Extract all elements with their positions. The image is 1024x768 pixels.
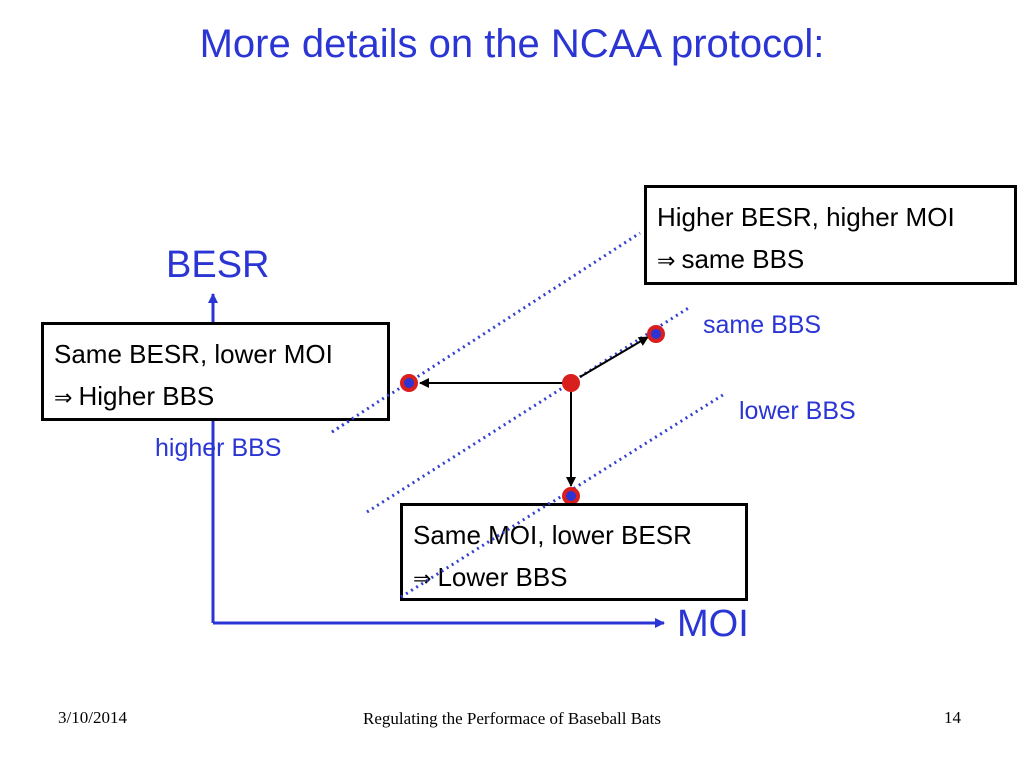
x-axis-label: MOI bbox=[677, 603, 749, 645]
box-higher-besr-higher-moi: Higher BESR, higher MOI ⇒same BBS bbox=[644, 185, 1017, 285]
point-same-bbs bbox=[647, 325, 665, 343]
implies-icon: ⇒ bbox=[54, 386, 73, 411]
box-same-moi-lower-besr: Same MOI, lower BESR ⇒Lower BBS bbox=[400, 503, 748, 601]
footer-date: 3/10/2014 bbox=[58, 708, 127, 727]
box-left-line2: Higher BBS bbox=[78, 381, 215, 411]
point-center bbox=[562, 374, 580, 392]
slide-title: More details on the NCAA protocol: bbox=[199, 22, 825, 66]
box-same-besr-lower-moi: Same BESR, lower MOI ⇒Higher BBS bbox=[41, 322, 390, 421]
lower-bbs-label: lower BBS bbox=[739, 397, 856, 425]
same-bbs-label: same BBS bbox=[703, 311, 822, 339]
y-axis-label: BESR bbox=[166, 244, 270, 286]
box-bottom-line2: Lower BBS bbox=[437, 562, 568, 592]
box-top-right-line2: same BBS bbox=[681, 244, 805, 274]
same-bbs-line bbox=[366, 305, 691, 514]
page-number: 14 bbox=[944, 708, 961, 727]
point-higher-bbs bbox=[400, 374, 418, 392]
footer-title: Regulating the Performace of Baseball Ba… bbox=[363, 709, 661, 728]
box-left-line1: Same BESR, lower MOI bbox=[54, 339, 333, 369]
box-bottom-line2-row: ⇒Lower BBS bbox=[413, 556, 735, 601]
box-top-right-line1: Higher BESR, higher MOI bbox=[657, 202, 955, 232]
box-left-line2-row: ⇒Higher BBS bbox=[54, 375, 377, 420]
implies-icon: ⇒ bbox=[657, 249, 676, 274]
box-top-right-line2-row: ⇒same BBS bbox=[657, 238, 1004, 283]
higher-bbs-label: higher BBS bbox=[155, 434, 282, 462]
arrow-to-same-bbs bbox=[579, 336, 649, 378]
box-bottom-line1: Same MOI, lower BESR bbox=[413, 520, 692, 550]
point-lower-bbs bbox=[562, 487, 580, 505]
lower-bbs-line bbox=[400, 391, 727, 599]
implies-icon: ⇒ bbox=[413, 567, 432, 592]
